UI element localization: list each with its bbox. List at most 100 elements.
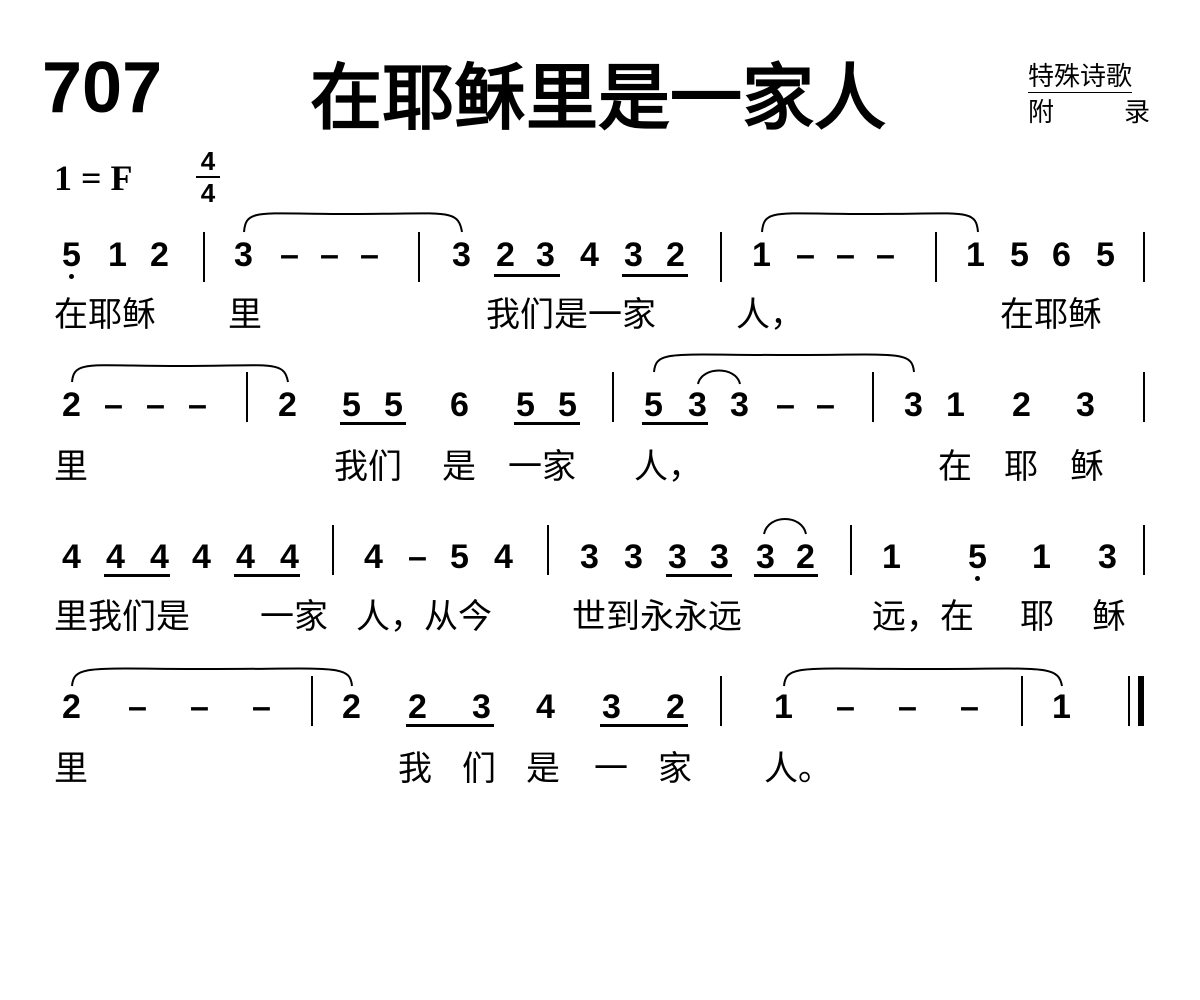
category-label: 特殊诗歌 (1028, 62, 1133, 93)
lyric: 们 (462, 749, 496, 789)
sustain-dash: – (836, 688, 855, 726)
lyric: 家 (658, 749, 692, 789)
eighth-underline (494, 274, 560, 277)
note: 1 (966, 236, 985, 274)
sustain-dash: – (796, 236, 815, 274)
bar-line (612, 372, 614, 422)
note: 1 (1052, 688, 1071, 726)
lyric: 里 (228, 295, 262, 335)
note: 1 (774, 688, 793, 726)
note: 5 (450, 538, 469, 576)
sustain-dash: – (360, 236, 379, 274)
lyric: 一家 (260, 597, 328, 637)
lyric: 里 (54, 447, 88, 487)
note: 5 (1010, 236, 1029, 274)
note: 5 (968, 538, 987, 576)
bar-line (547, 525, 549, 575)
final-bar-thin (1128, 676, 1130, 726)
key-signature: 1 = F (54, 158, 133, 198)
note: 2 (342, 688, 361, 726)
note: 1 (752, 236, 771, 274)
lyric: 远，在 (872, 597, 974, 637)
sustain-dash: – (898, 688, 917, 726)
note: 2 (1012, 386, 1031, 424)
lyric: 在耶稣 (54, 295, 156, 335)
slur (71, 364, 289, 383)
note: 2 (62, 688, 81, 726)
note: 3 (756, 538, 775, 576)
time-signature: 4 4 (196, 148, 220, 206)
note: 2 (796, 538, 815, 576)
sustain-dash: – (190, 688, 209, 726)
sustain-dash: – (128, 688, 147, 726)
bar-line (311, 676, 313, 726)
note: 1 (882, 538, 901, 576)
sustain-dash: – (816, 386, 835, 424)
eighth-underline (104, 574, 170, 577)
bar-line (418, 232, 420, 282)
sustain-dash: – (876, 236, 895, 274)
note: 6 (450, 386, 469, 424)
note: 5 (1096, 236, 1115, 274)
low-octave-dot (975, 576, 980, 581)
time-signature-bottom: 4 (200, 178, 216, 208)
note: 1 (108, 236, 127, 274)
lyric: 稣 (1092, 597, 1126, 637)
lyric: 人，从今 (356, 597, 492, 637)
bar-line (872, 372, 874, 422)
lyric: 是 (442, 447, 476, 487)
bar-line (1143, 525, 1145, 575)
note: 4 (364, 538, 383, 576)
note: 4 (580, 236, 599, 274)
note: 3 (624, 538, 643, 576)
time-signature-line (196, 176, 220, 178)
bar-line (1143, 232, 1145, 282)
note: 4 (192, 538, 211, 576)
lyric: 我们是一家 (486, 295, 656, 335)
sustain-dash: – (776, 386, 795, 424)
eighth-underline (340, 422, 406, 425)
eighth-underline (514, 422, 580, 425)
sustain-dash: – (252, 688, 271, 726)
note: 2 (666, 236, 685, 274)
note: 6 (1052, 236, 1071, 274)
note: 4 (280, 538, 299, 576)
sustain-dash: – (188, 386, 207, 424)
slur (243, 212, 463, 233)
note: 4 (106, 538, 125, 576)
note: 5 (62, 236, 81, 274)
slur (653, 353, 915, 373)
note: 5 (644, 386, 663, 424)
slur (71, 667, 353, 687)
song-title: 在耶稣里是一家人 (310, 56, 887, 140)
note: 3 (710, 538, 729, 576)
bar-line (332, 525, 334, 575)
sustain-dash: – (408, 538, 427, 576)
note: 1 (946, 386, 965, 424)
note: 3 (668, 538, 687, 576)
note: 5 (558, 386, 577, 424)
note: 3 (472, 688, 491, 726)
appendix-char-1: 附 (1028, 98, 1055, 128)
appendix-char-2: 录 (1123, 98, 1150, 128)
sustain-dash: – (146, 386, 165, 424)
note: 4 (236, 538, 255, 576)
lyric: 人， (634, 447, 702, 487)
lyric: 人， (736, 295, 804, 335)
song-number: 707 (42, 48, 163, 128)
low-octave-dot (69, 274, 74, 279)
lyric: 我 (398, 749, 432, 789)
slur (697, 369, 741, 385)
lyric: 在 (938, 447, 972, 487)
note: 3 (1076, 386, 1095, 424)
note: 5 (342, 386, 361, 424)
eighth-underline (234, 574, 300, 577)
eighth-underline (622, 274, 688, 277)
note: 3 (624, 236, 643, 274)
appendix-label: 附 录 (1028, 100, 1150, 126)
note: 5 (384, 386, 403, 424)
note: 4 (150, 538, 169, 576)
note: 3 (904, 386, 923, 424)
eighth-underline (600, 724, 688, 727)
